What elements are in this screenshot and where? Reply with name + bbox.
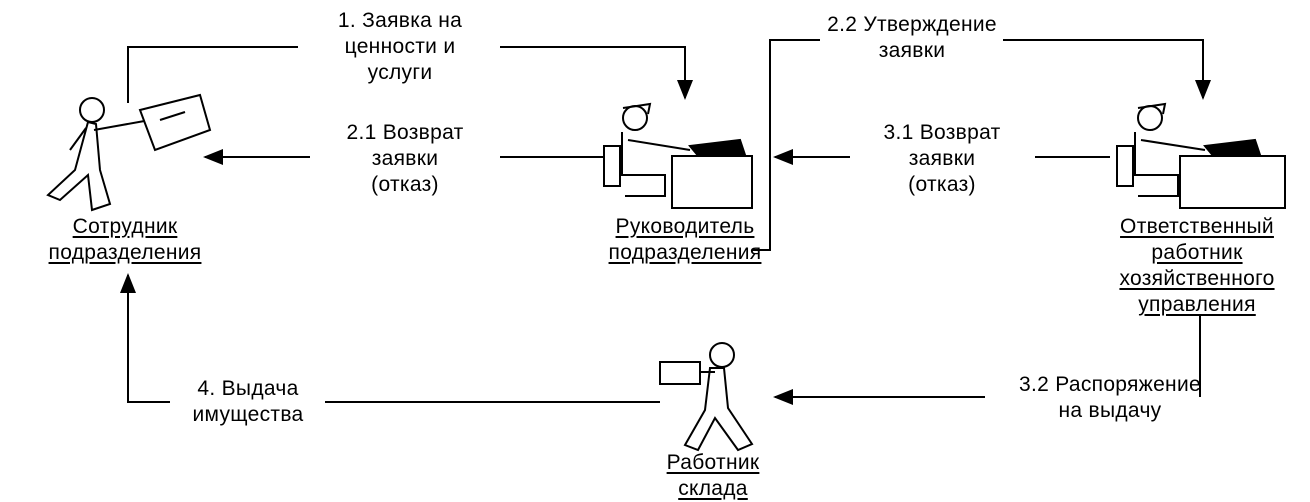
flow-4-label-line-1: 4. Выдача: [192, 376, 303, 402]
flow-4-label: 4. Выдача имущества: [192, 376, 303, 428]
flow-2-1-label-line-3: (отказ): [346, 172, 463, 198]
role-warehouse-line-2: склада: [667, 476, 760, 502]
role-warehouse-line-1: Работник: [667, 450, 760, 476]
flow-3-2-label-line-2: на выдачу: [1019, 398, 1201, 424]
role-head-line-2: подразделения: [609, 240, 762, 266]
role-responsible-line-1: Ответственный: [1119, 214, 1274, 240]
flow-2-1-label: 2.1 Возврат заявки (отказ): [346, 120, 463, 198]
flow-3-2-label-line-1: 3.2 Распоряжение: [1019, 372, 1201, 398]
flow-2-2-line: [752, 40, 820, 250]
flow-1-label-line-2: ценности и: [338, 34, 462, 60]
head-figure: [604, 104, 752, 208]
role-responsible-line-2: работник: [1119, 240, 1274, 266]
flow-2-2-label: 2.2 Утверждение заявки: [827, 12, 997, 64]
responsible-figure: [1117, 104, 1285, 208]
role-employee: Сотрудник подразделения: [49, 214, 202, 266]
flow-3-1-label-line-1: 3.1 Возврат: [883, 120, 1000, 146]
flow-1-line-b: [500, 47, 685, 98]
flow-4-label-line-2: имущества: [192, 402, 303, 428]
role-employee-line-2: подразделения: [49, 240, 202, 266]
employee-figure: [48, 95, 210, 210]
flow-1-label-line-1: 1. Заявка на: [338, 8, 462, 34]
flow-2-1-label-line-1: 2.1 Возврат: [346, 120, 463, 146]
flow-1-label-line-3: услуги: [338, 60, 462, 86]
flow-2-2-label-line-1: 2.2 Утверждение: [827, 12, 997, 38]
flow-2-2-line-b: [1003, 40, 1203, 98]
role-head: Руководитель подразделения: [609, 214, 762, 266]
flow-2-2-label-line-2: заявки: [827, 38, 997, 64]
flow-1-line: [128, 47, 298, 103]
warehouse-figure: [660, 343, 752, 450]
role-responsible: Ответственный работник хозяйственного уп…: [1119, 214, 1274, 318]
role-employee-line-1: Сотрудник: [49, 214, 202, 240]
flow-4-line-b: [128, 275, 170, 402]
role-warehouse: Работник склада: [667, 450, 760, 502]
flow-3-2-label: 3.2 Распоряжение на выдачу: [1019, 372, 1201, 424]
flow-2-1-label-line-2: заявки: [346, 146, 463, 172]
flow-1-label: 1. Заявка на ценности и услуги: [338, 8, 462, 86]
role-responsible-line-3: хозяйственного: [1119, 266, 1274, 292]
role-head-line-1: Руководитель: [609, 214, 762, 240]
flow-3-1-label: 3.1 Возврат заявки (отказ): [883, 120, 1000, 198]
flow-3-1-label-line-2: заявки: [883, 146, 1000, 172]
flow-3-1-label-line-3: (отказ): [883, 172, 1000, 198]
role-responsible-line-4: управления: [1119, 292, 1274, 318]
